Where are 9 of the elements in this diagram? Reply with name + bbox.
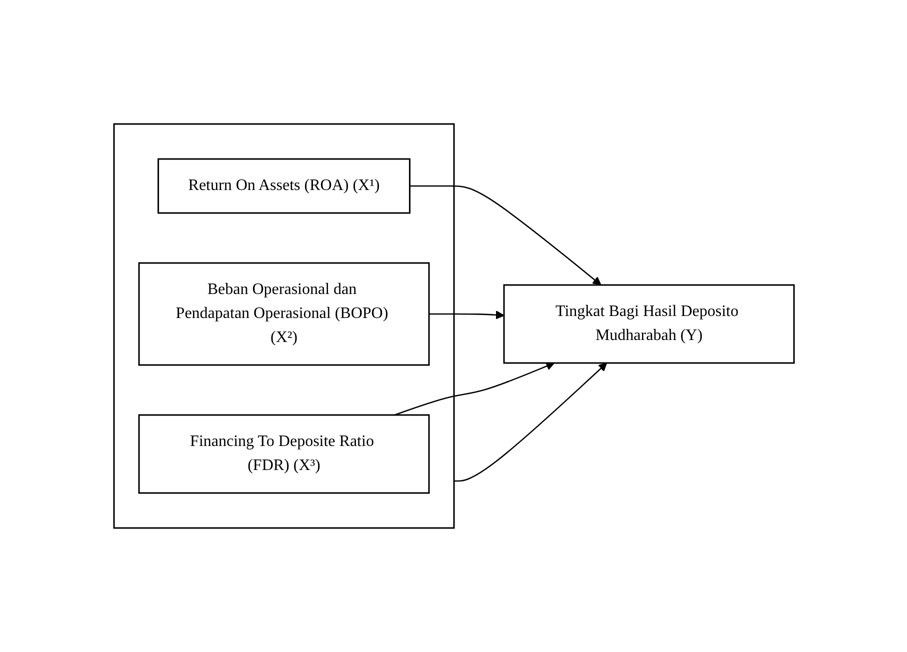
arrow — [409, 185, 601, 286]
node-box: Financing To Deposite Ratio (FDR) (X³) — [138, 414, 430, 494]
arrow — [428, 310, 504, 320]
arrow — [394, 362, 554, 416]
arrow — [454, 362, 607, 482]
cluster — [112, 123, 454, 529]
node-box: Beban Operasional dan Pendapatan Operasional (BOPO) (X²) — [138, 262, 430, 366]
node-box: Return On Assets (ROA) (X¹) — [157, 158, 410, 214]
node-box: Tingkat Bagi Hasil Deposito Mudharabah (Y) — [502, 284, 794, 364]
